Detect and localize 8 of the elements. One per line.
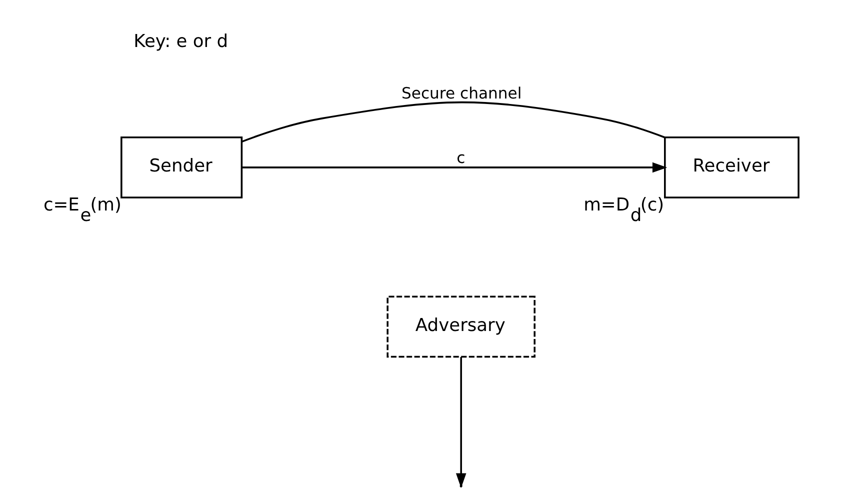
node-box: Receiver bbox=[664, 136, 800, 198]
node-box: Adversary bbox=[386, 296, 536, 358]
label: Key: e or d bbox=[134, 30, 228, 52]
arrow bbox=[242, 162, 668, 173]
edge-label: Secure channel bbox=[402, 84, 522, 103]
node-box: Sender bbox=[120, 136, 243, 198]
edge-label: c bbox=[456, 149, 466, 168]
connector bbox=[241, 101, 665, 142]
